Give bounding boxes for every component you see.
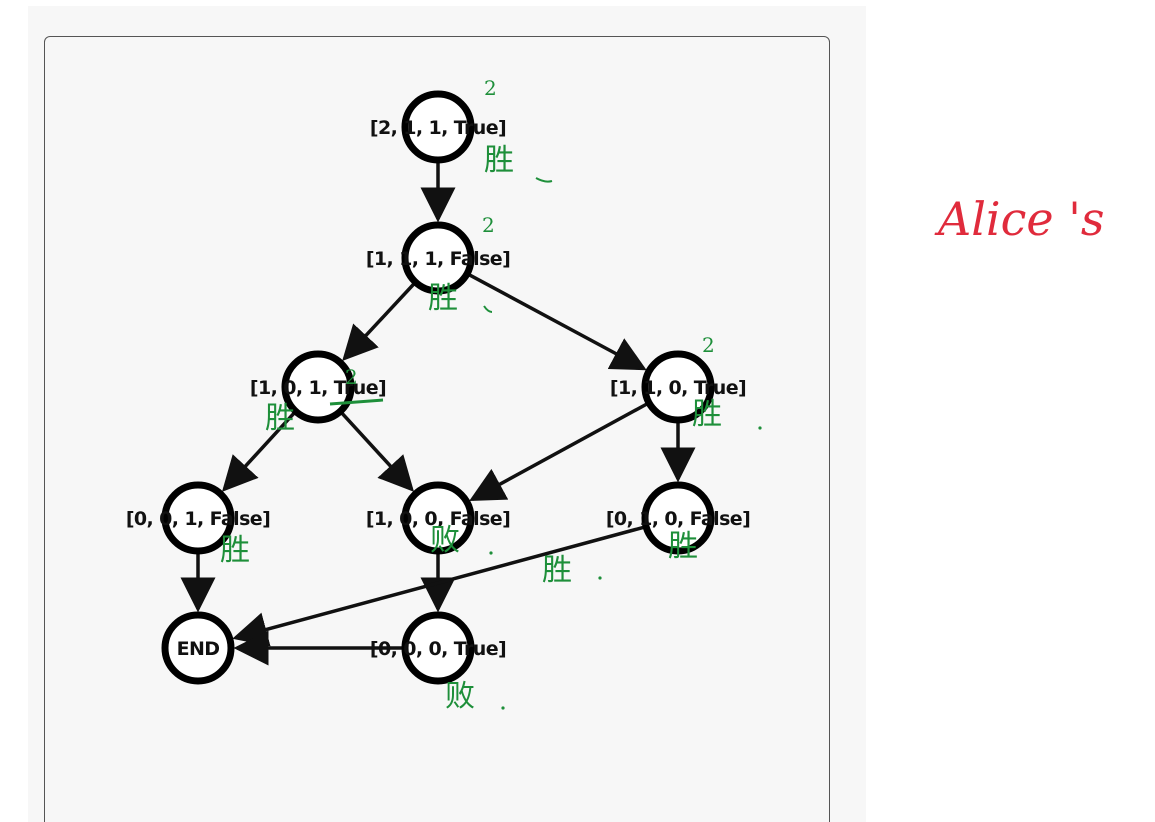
annotation-lose: 败 [430, 523, 460, 558]
node-label: END [177, 638, 220, 660]
node-circle [401, 221, 475, 295]
annotation-win: 胜 [692, 397, 722, 432]
annotation-win: 胜 [265, 401, 295, 436]
node-circle [641, 350, 715, 424]
annotation-win: 胜 [428, 281, 458, 316]
annotation-two: 2 [702, 333, 715, 357]
tree-node: [2, 1, 1, True] [370, 90, 507, 164]
annotation-two: 2 [345, 365, 358, 389]
tree-node: END [161, 611, 235, 685]
node-label: [2, 1, 1, True] [370, 117, 506, 139]
tree-node: [0, 0, 0, True] [370, 611, 507, 685]
node-circle [161, 481, 235, 555]
annotation-two: 2 [482, 213, 495, 237]
edge-n2-n5 [340, 411, 415, 492]
edge-n2-n4 [221, 411, 296, 492]
node-circle [401, 481, 475, 555]
ink-underline [329, 398, 384, 406]
node-label: [0, 0, 0, True] [370, 638, 506, 660]
edge-n6-n7 [232, 525, 645, 647]
ink-dot [501, 706, 505, 710]
ink-dot [489, 551, 493, 555]
edge-n1-n2 [342, 282, 416, 362]
ink-dot [758, 426, 762, 430]
annotation-alice: Alice 's [934, 192, 1105, 246]
node-label: [0, 0, 1, False] [126, 508, 270, 530]
tree-node: [0, 1, 0, False] [606, 481, 751, 555]
node-label: [1, 1, 0, True] [610, 377, 746, 399]
tree-node: [1, 1, 1, False] [366, 221, 511, 295]
node-circle [161, 611, 235, 685]
annotation-win: 胜 [220, 533, 250, 568]
annotation-lose: 败 [445, 679, 475, 714]
annotation-two: 2 [484, 76, 497, 100]
node-circle [401, 90, 475, 164]
tree-node: [1, 0, 0, False] [366, 481, 511, 555]
edges-layer [180, 162, 696, 666]
node-circle [641, 481, 715, 555]
annotation-win: 胜 [542, 553, 572, 588]
node-label: [1, 0, 1, True] [250, 377, 386, 399]
ink-dot [598, 576, 602, 580]
edge-n3-n5 [469, 402, 649, 501]
edge-n1-n3 [468, 273, 647, 371]
annotation-win: 胜 [668, 529, 698, 564]
node-label: [0, 1, 0, False] [606, 508, 750, 530]
node-label: [1, 1, 1, False] [366, 248, 510, 270]
node-label: [1, 0, 0, False] [366, 508, 510, 530]
ink-stroke [535, 177, 553, 183]
ink-stroke [483, 305, 493, 313]
tree-node: [0, 0, 1, False] [126, 481, 271, 555]
handwritten-annotations: 2 胜 2 胜 2 胜 2 胜 胜 败 胜 胜 败 [220, 76, 762, 714]
tree-node: [1, 1, 0, True] [610, 350, 747, 424]
annotation-win: 胜 [484, 143, 514, 178]
node-circle [401, 611, 475, 685]
